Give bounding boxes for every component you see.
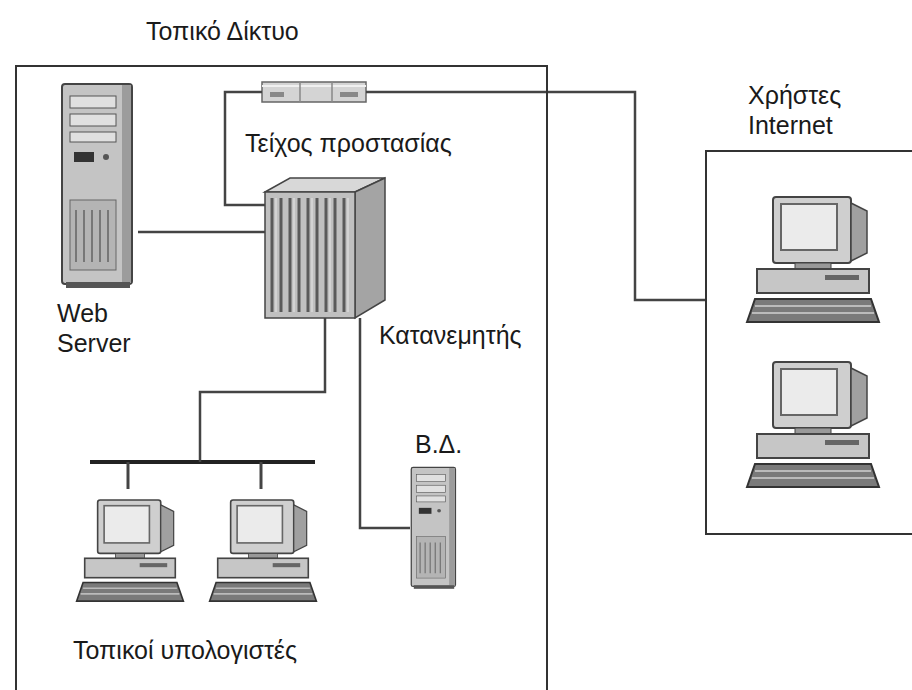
local-computers-node: Τοπικοί υπολογιστές [70,462,315,617]
node-label: Κατανεμητής [377,320,524,350]
internet-computer [747,362,879,487]
network-link [366,92,705,300]
node-label: Τοπικοί υπολογιστές [73,635,297,665]
database-server-tower [411,467,455,588]
network-link [138,231,265,234]
firewall-node: Τείχος προστασίας [262,82,366,102]
web-server-tower [62,84,132,288]
network-link [200,318,325,462]
firewall-device [262,82,366,102]
local-computer [77,500,184,601]
internet-users-region: Χρήστες Internet [705,150,912,535]
web-server-node: Web Server [60,80,138,290]
lan-bus [90,462,315,489]
node-label: Χρήστες Internet [748,80,888,140]
node-label: Τείχος προστασίας [245,128,452,158]
switch-device [265,178,385,318]
node-label: Β.Δ. [415,429,462,459]
node-label: Τοπικό Δίκτυο [146,16,299,46]
switch-node: Κατανεμητής [265,178,385,318]
node-label: Web Server [57,298,157,358]
local-computer [210,500,317,601]
internet-computer [747,197,879,322]
local-network-region: Τοπικό ΔίκτυοWeb ServerΤείχος προστασίας… [15,65,548,690]
database-node: Β.Δ. [410,465,458,590]
